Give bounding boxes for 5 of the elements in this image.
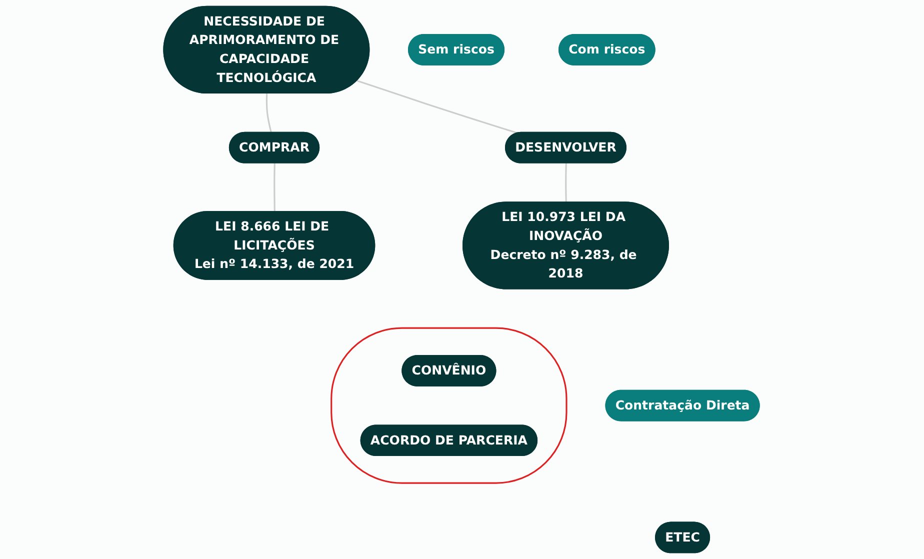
- connector: [357, 80, 518, 134]
- cluster: [331, 327, 568, 484]
- connector: [566, 163, 568, 202]
- connector: [274, 163, 276, 212]
- connector: [266, 94, 272, 133]
